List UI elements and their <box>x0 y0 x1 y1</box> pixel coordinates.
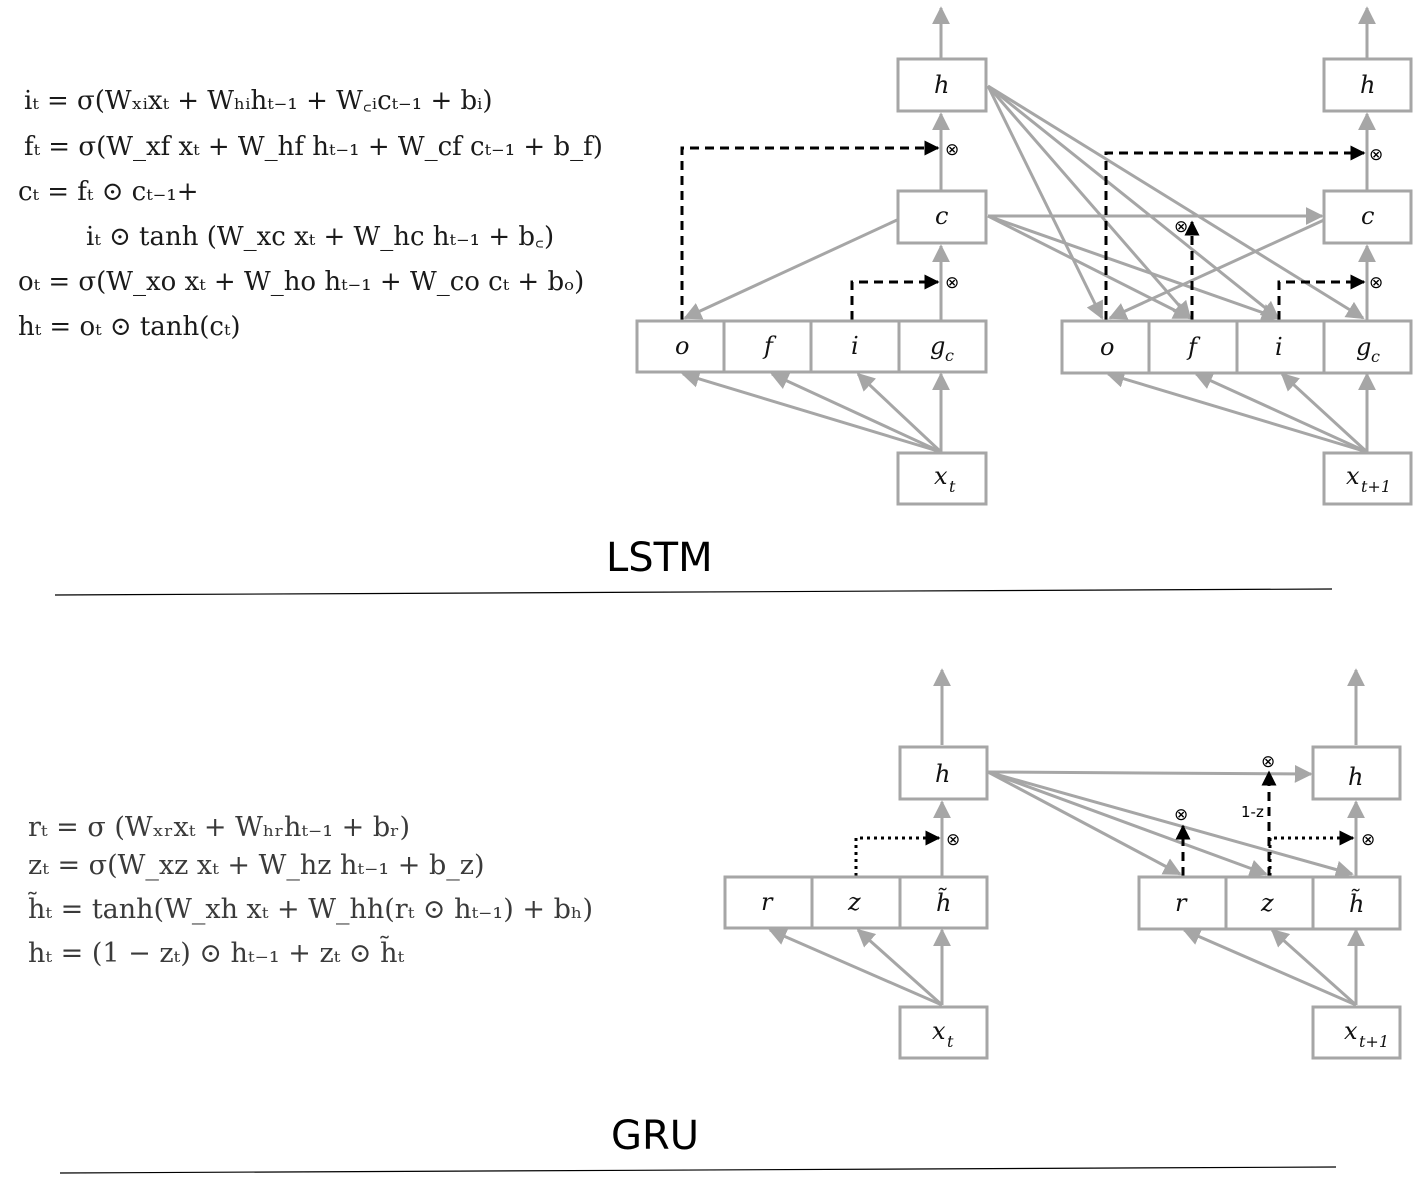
multiply-icon: ⊗ <box>1361 830 1375 850</box>
node-c-label: c <box>1361 202 1374 230</box>
gru-cell-t1: h r z h̃ x t+1 <box>1137 745 1402 1060</box>
gru-title: GRU <box>611 1113 699 1159</box>
lstm-eq-output-gate: oₜ = σ(W_xo xₜ + W_ho hₜ₋₁ + W_co cₜ + b… <box>18 267 584 297</box>
section-divider <box>54 588 1333 596</box>
gru-equations: rₜ = σ (Wₓᵣxₜ + Wₕᵣhₜ₋₁ + bᵣ) zₜ = σ(W_x… <box>27 812 593 969</box>
gate-r-label: r <box>761 888 774 916</box>
node-h-label: h <box>935 760 950 788</box>
lstm-cell-t: h c o f i g c x t <box>635 57 988 506</box>
multiply-icon: ⊗ <box>1174 805 1188 825</box>
lstm-multiply-icons: ⊗ ⊗ ⊗ ⊗ ⊗ <box>945 140 1383 293</box>
multiply-icon: ⊗ <box>1174 217 1188 237</box>
gru-eq-candidate: h̃ₜ = tanh(W_xh xₜ + W_hh(rₜ ⊙ hₜ₋₁) + b… <box>27 891 593 925</box>
input-x-subscript: t <box>947 1032 954 1051</box>
multiply-icon: ⊗ <box>1261 752 1275 772</box>
lstm-gate-paths <box>680 140 1366 320</box>
gate-g-label: g <box>930 332 945 360</box>
lstm-equations: iₜ = σ(Wₓᵢxₜ + Wₕᵢhₜ₋₁ + W꜀ᵢcₜ₋₁ + bᵢ) f… <box>18 86 603 342</box>
input-x-subscript: t+1 <box>1359 1032 1389 1051</box>
gate-g-subscript: c <box>945 346 954 365</box>
multiply-icon: ⊗ <box>946 830 960 850</box>
multiply-icon: ⊗ <box>1369 273 1383 293</box>
lstm-cell-t1: h c o f i g c x t+1 <box>1060 57 1413 506</box>
gru-eq-reset-gate: rₜ = σ (Wₓᵣxₜ + Wₕᵣhₜ₋₁ + bᵣ) <box>28 812 410 843</box>
lstm-eq-hidden-state: hₜ = oₜ ⊙ tanh(cₜ) <box>18 312 241 342</box>
gate-g-subscript: c <box>1371 347 1380 366</box>
gate-o-label: o <box>675 332 689 360</box>
node-h-label: h <box>934 71 949 99</box>
input-x-subscript: t+1 <box>1361 477 1391 496</box>
gru-eq-hidden-state: hₜ = (1 − zₜ) ⊙ hₜ₋₁ + zₜ ⊙ h̃ₜ <box>28 935 405 969</box>
input-x-subscript: t <box>949 477 956 496</box>
multiply-icon: ⊗ <box>1369 145 1383 165</box>
gate-o-label: o <box>1100 333 1114 361</box>
gru-cell-t: h r z h̃ x t <box>723 745 989 1060</box>
node-h-label: h <box>1348 763 1363 791</box>
lstm-title: LSTM <box>606 535 713 581</box>
lstm-eq-cell-candidate: iₜ ⊙ tanh (W_xc xₜ + W_hc hₜ₋₁ + b꜀) <box>86 222 554 252</box>
input-x-label: x <box>1344 1017 1358 1045</box>
gate-htilde-label: h̃ <box>936 888 951 917</box>
gru-gate-paths <box>854 770 1355 876</box>
gate-z-label: z <box>847 888 861 916</box>
node-h-label: h <box>1360 71 1375 99</box>
gru-multiply-icons: ⊗ ⊗ ⊗ ⊗ 1-z <box>946 752 1375 850</box>
one-minus-z-label: 1-z <box>1241 803 1264 821</box>
multiply-icon: ⊗ <box>945 273 959 293</box>
lstm-eq-cell-state: cₜ = fₜ ⊙ cₜ₋₁+ <box>18 177 199 207</box>
gru-eq-update-gate: zₜ = σ(W_xz xₜ + W_hz hₜ₋₁ + b_z) <box>28 850 485 881</box>
gate-i-label: i <box>851 332 859 360</box>
multiply-icon: ⊗ <box>945 140 959 160</box>
input-x-label: x <box>932 1017 946 1045</box>
gate-g-label: g <box>1356 333 1371 361</box>
gru-gray-connections <box>768 668 1365 1007</box>
input-x-label: x <box>934 462 948 490</box>
lstm-eq-input-gate: iₜ = σ(Wₓᵢxₜ + Wₕᵢhₜ₋₁ + W꜀ᵢcₜ₋₁ + bᵢ) <box>24 86 493 116</box>
lstm-eq-forget-gate: fₜ = σ(W_xf xₜ + W_hf hₜ₋₁ + W_cf cₜ₋₁ +… <box>24 132 603 162</box>
gate-r-label: r <box>1175 889 1188 917</box>
input-x-label: x <box>1346 462 1360 490</box>
gate-htilde-label: h̃ <box>1349 889 1364 918</box>
gate-z-label: z <box>1260 889 1274 917</box>
node-c-label: c <box>935 202 948 230</box>
section-divider <box>59 1166 1337 1174</box>
lstm-gray-connections <box>681 6 1376 454</box>
gate-i-label: i <box>1275 333 1283 361</box>
